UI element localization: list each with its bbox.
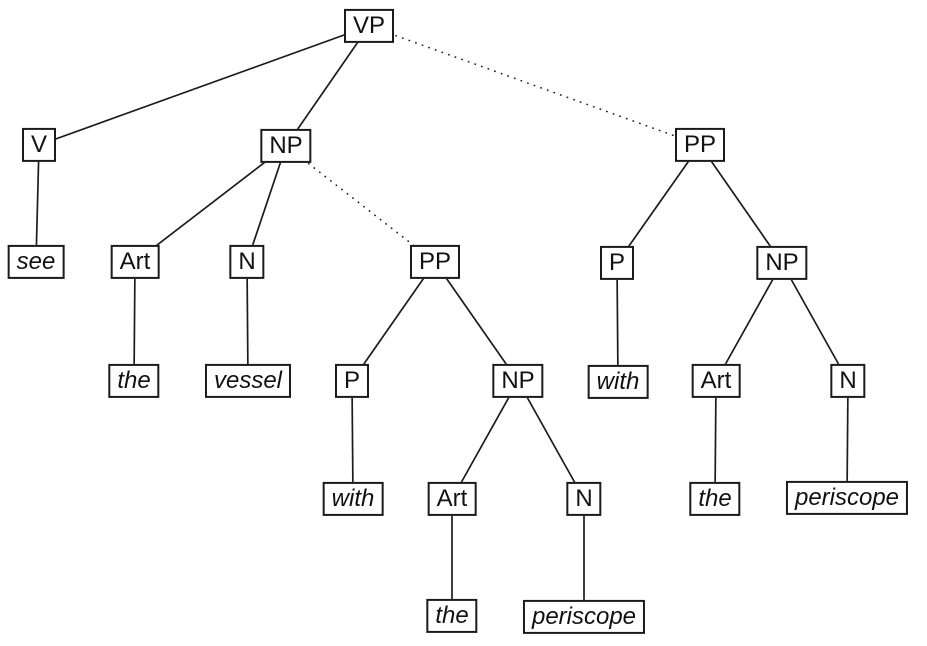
node-v: V bbox=[21, 127, 57, 163]
node-np-2: NP bbox=[492, 363, 544, 399]
node-pp-high: PP bbox=[674, 127, 726, 163]
node-pp-low: PP bbox=[409, 244, 461, 280]
edge-v-see bbox=[35, 144, 40, 263]
node-n-2: N bbox=[566, 481, 602, 517]
edge-vp-pp2 bbox=[368, 25, 701, 146]
edge-pp2-np3 bbox=[699, 144, 783, 264]
node-word-periscope-2: periscope bbox=[785, 480, 909, 516]
edge-np2-n2 bbox=[517, 380, 585, 500]
node-np-object: NP bbox=[260, 128, 312, 164]
edge-p2-with2 bbox=[616, 262, 619, 383]
edge-n3-periscope2 bbox=[846, 380, 849, 499]
node-n-3: N bbox=[830, 363, 866, 399]
edge-vp-np1 bbox=[285, 25, 370, 147]
node-p-2: P bbox=[599, 245, 635, 281]
edge-np2-art2 bbox=[451, 380, 519, 500]
edge-np1-n1 bbox=[246, 145, 287, 263]
edge-pp2-p2 bbox=[616, 144, 701, 264]
node-art-2: Art bbox=[427, 481, 477, 517]
node-art-1: Art bbox=[110, 244, 160, 280]
node-word-periscope-1: periscope bbox=[522, 599, 646, 635]
node-vp: VP bbox=[343, 8, 395, 44]
node-word-vessel: vessel bbox=[204, 363, 292, 399]
edge-np3-art3 bbox=[715, 262, 783, 382]
edge-pp1-p1 bbox=[351, 261, 436, 382]
node-word-the-3: the bbox=[689, 481, 741, 517]
node-art-3: Art bbox=[691, 363, 741, 399]
node-word-with-1: with bbox=[322, 481, 384, 517]
node-word-with-2: with bbox=[587, 364, 649, 400]
node-word-see: see bbox=[7, 244, 65, 280]
node-p-1: P bbox=[334, 363, 370, 399]
edge-art1-the1 bbox=[133, 261, 136, 382]
node-word-the-1: the bbox=[108, 363, 160, 399]
edge-art3-the3 bbox=[714, 380, 717, 500]
node-np-3: NP bbox=[756, 245, 808, 281]
node-n-1: N bbox=[229, 244, 265, 280]
edge-vp-v bbox=[38, 25, 370, 146]
edge-np1-art1 bbox=[134, 145, 287, 263]
edge-pp1-np2 bbox=[434, 261, 519, 382]
edge-n1-vessel bbox=[246, 261, 249, 382]
edge-p1-with1 bbox=[351, 380, 354, 500]
node-word-the-2: the bbox=[426, 598, 478, 634]
edge-np3-n3 bbox=[781, 262, 849, 382]
